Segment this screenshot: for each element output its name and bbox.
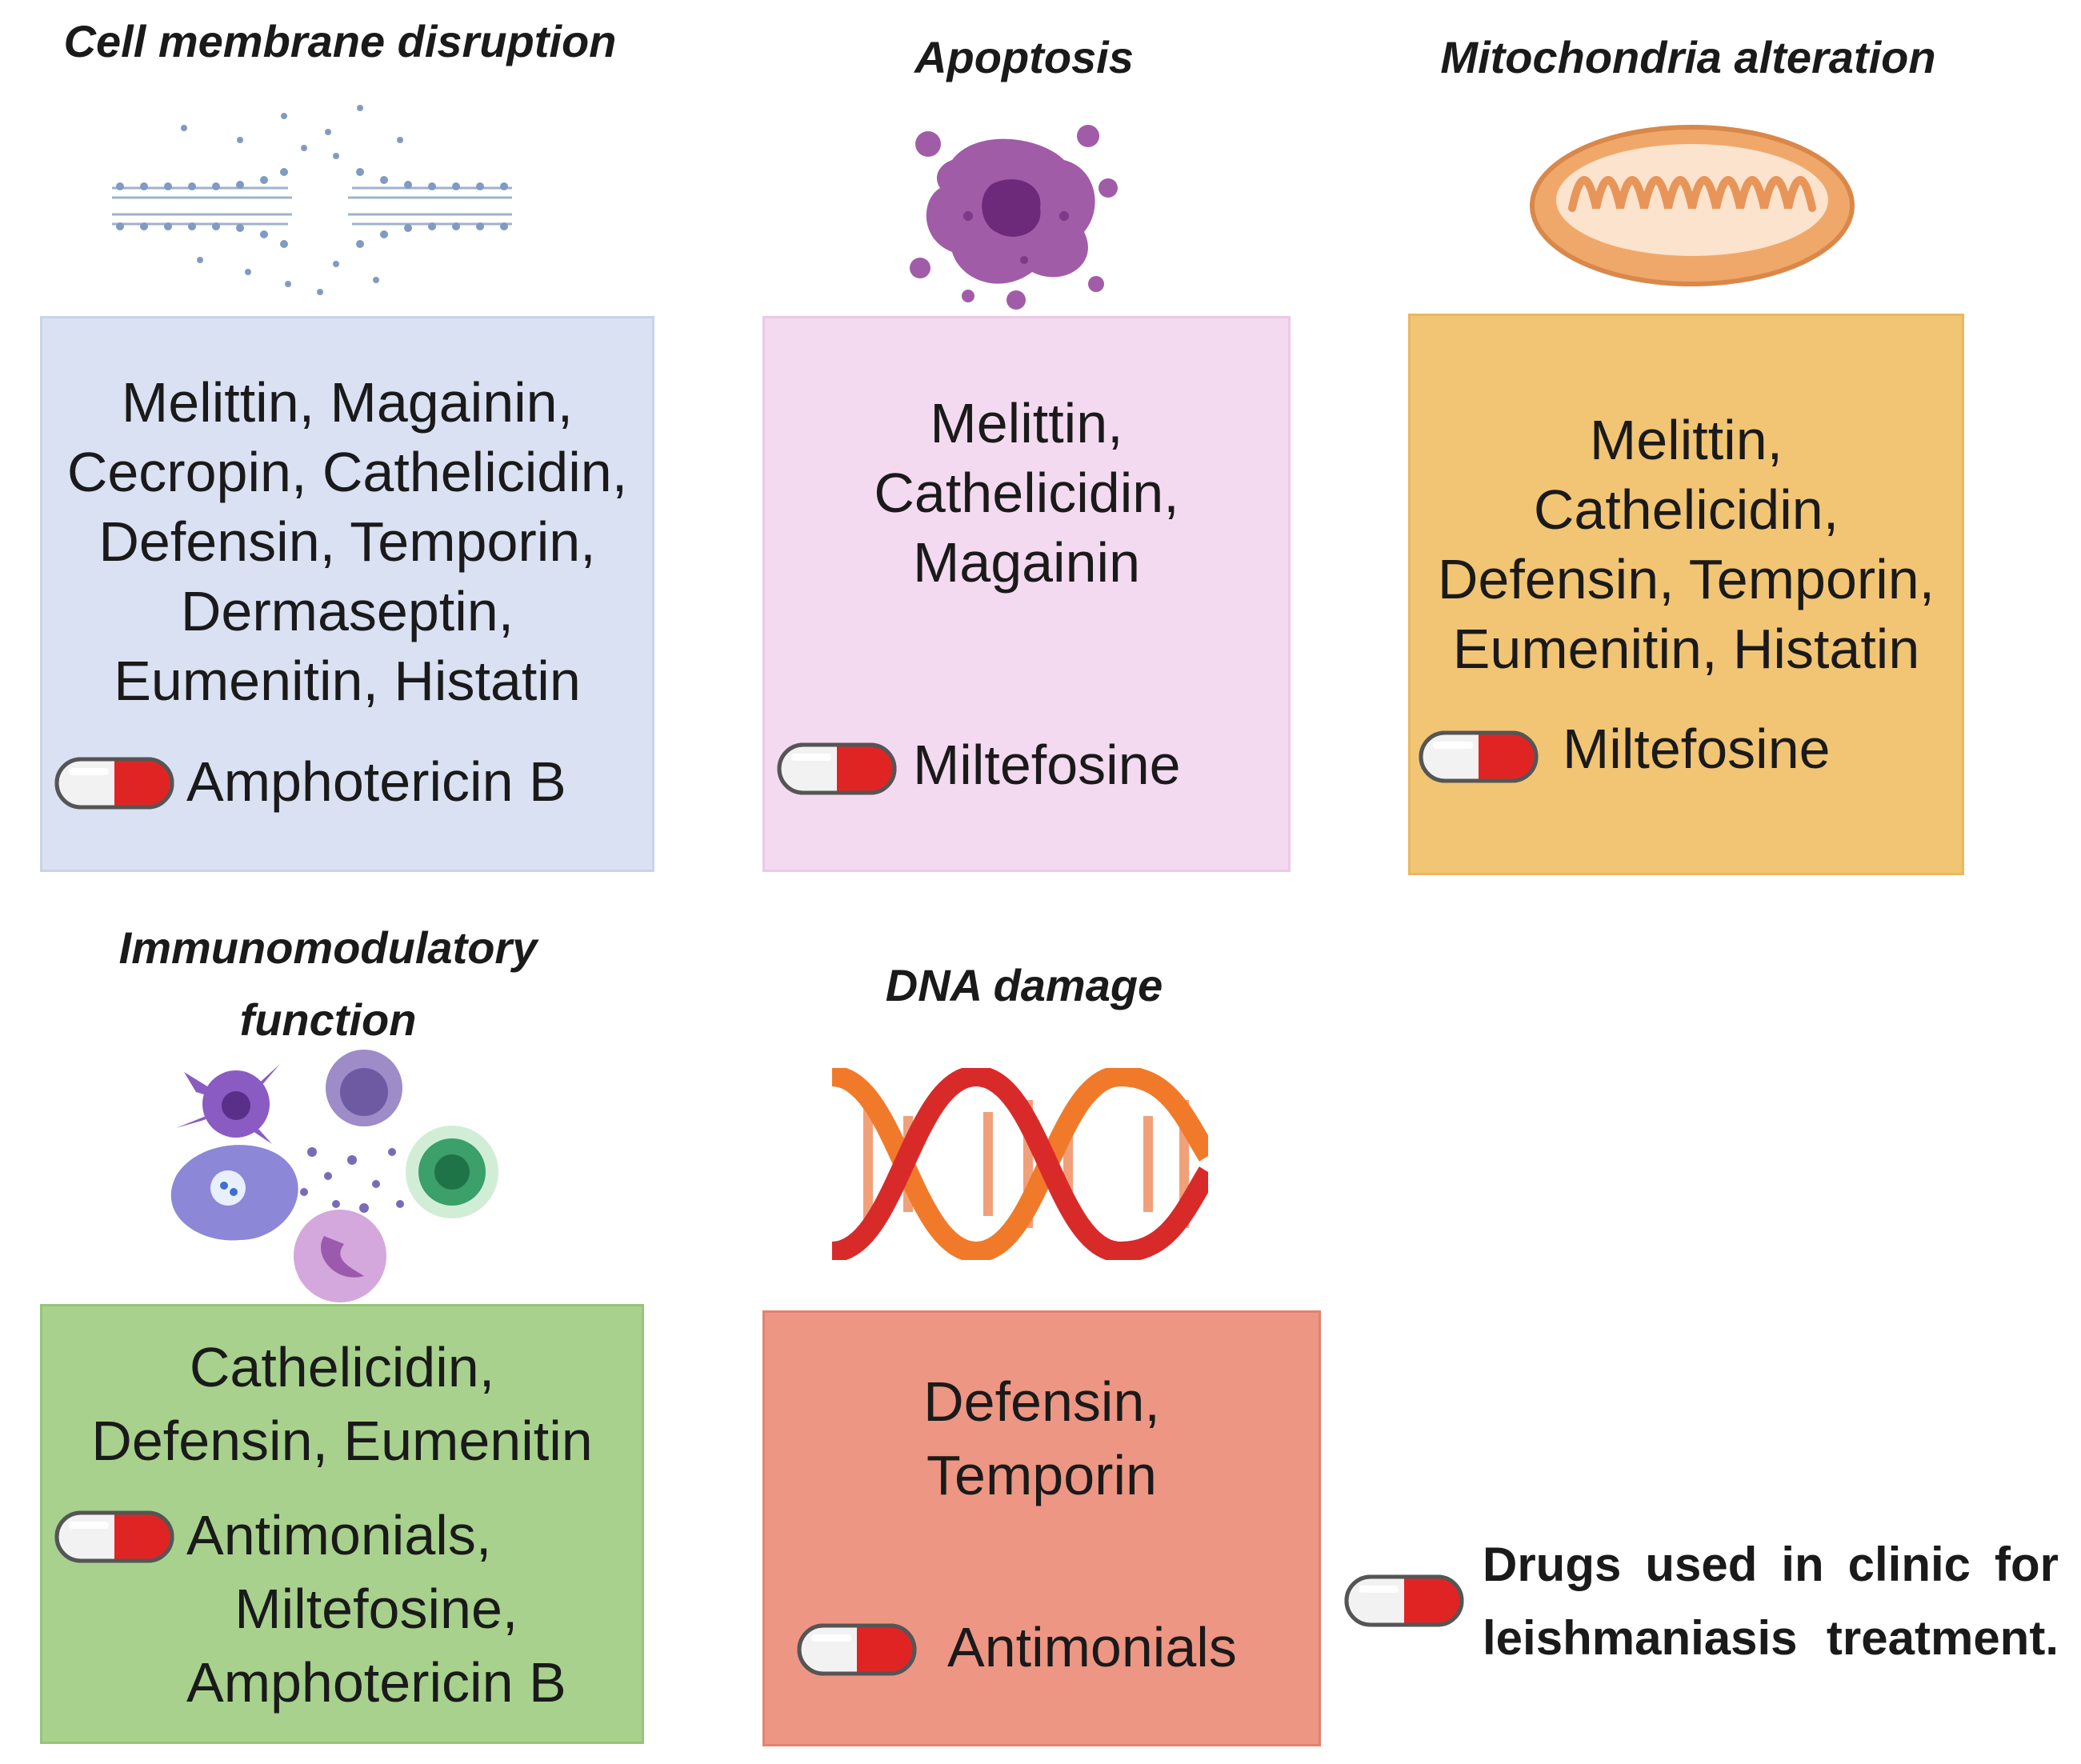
peptide-line: Defensin, Eumenitin (91, 1410, 593, 1472)
peptide-line: Melittin, (930, 392, 1123, 454)
panel-box-mitochondria: Melittin, Cathelicidin, Defensin, Tempor… (1408, 314, 1964, 875)
drug-name: Miltefosine, (234, 1578, 518, 1640)
peptide-line: Defensin, Temporin, (1437, 548, 1935, 610)
peptide-line: Dermaseptin, (180, 580, 514, 642)
drug-list: Miltefosine (913, 728, 1181, 802)
peptide-line: Cecropin, Cathelicidin, (66, 441, 628, 503)
pill-capsule-icon (1419, 730, 1539, 783)
title-line: function (239, 994, 417, 1045)
drug-list: Miltefosine (1563, 712, 1831, 786)
membrane-pore-icon (112, 105, 512, 295)
peptide-line: Temporin (926, 1444, 1157, 1506)
peptide-list: Melittin, Magainin, Cecropin, Cathelicid… (42, 368, 652, 716)
immune-cells-icon (170, 1048, 498, 1302)
peptide-line: Cathelicidin, (1533, 478, 1839, 541)
peptide-line: Melittin, Magainin, (121, 371, 574, 434)
peptide-line: Cathelicidin, (874, 462, 1179, 524)
drug-list: Amphotericin B (186, 745, 566, 818)
panel-box-immunomodulatory: Cathelicidin, Defensin, Eumenitin Antimo… (40, 1304, 644, 1744)
panel-title-immunomodulatory: Immunomodulatory function (48, 912, 608, 1056)
peptide-list: Cathelicidin, Defensin, Eumenitin (42, 1330, 642, 1478)
peptide-line: Eumenitin, Histatin (1452, 618, 1920, 680)
mitochondria-icon (1530, 125, 1855, 286)
peptide-line: Defensin, (923, 1370, 1160, 1433)
pill-capsule-icon (777, 742, 897, 795)
drug-name: Antimonials, (186, 1504, 492, 1566)
panel-title-apoptosis: Apoptosis (914, 32, 1134, 82)
panel-box-dna: Defensin, Temporin Antimonials (762, 1310, 1321, 1746)
legend-line: Drugs used in clinic for (1483, 1538, 2059, 1591)
pill-capsule-icon (54, 757, 174, 810)
apoptotic-cell-icon (910, 125, 1118, 310)
panel-title-membrane: Cell membrane disruption (63, 16, 617, 66)
peptide-line: Defensin, Temporin, (98, 510, 596, 573)
drug-name: Miltefosine (913, 734, 1181, 796)
dna-helix-icon (832, 1068, 1208, 1260)
title-line: Immunomodulatory (118, 922, 538, 973)
peptide-line: Magainin (912, 531, 1141, 594)
panel-title-mitochondria: Mitochondria alteration (1440, 32, 1936, 82)
panel-box-membrane: Melittin, Magainin, Cecropin, Cathelicid… (40, 316, 654, 872)
panel-box-apoptosis: Melittin, Cathelicidin, Magainin Miltefo… (762, 316, 1291, 872)
drug-name: Miltefosine (1563, 718, 1831, 780)
pill-capsule-icon (1344, 1574, 1464, 1627)
drug-name: Amphotericin B (186, 750, 566, 813)
drug-name: Antimonials (947, 1616, 1237, 1678)
pill-capsule-icon (797, 1623, 917, 1676)
peptide-line: Eumenitin, Histatin (114, 650, 581, 712)
peptide-line: Melittin, (1589, 409, 1783, 471)
pill-capsule-icon (54, 1510, 174, 1563)
drug-list: Antimonials, Miltefosine, Amphotericin B (186, 1498, 566, 1719)
legend-line: leishmaniasis treatment. (1483, 1611, 2059, 1665)
panel-title-dna: DNA damage (885, 960, 1163, 1010)
peptide-line: Cathelicidin, (189, 1336, 495, 1398)
drug-list: Antimonials (947, 1610, 1237, 1684)
peptide-list: Melittin, Cathelicidin, Defensin, Tempor… (1411, 406, 1962, 684)
peptide-list: Melittin, Cathelicidin, Magainin (765, 389, 1288, 598)
drug-name: Amphotericin B (186, 1651, 566, 1714)
legend-text: Drugs used in clinic for leishmaniasis t… (1483, 1528, 2059, 1675)
peptide-list: Defensin, Temporin (765, 1365, 1319, 1512)
